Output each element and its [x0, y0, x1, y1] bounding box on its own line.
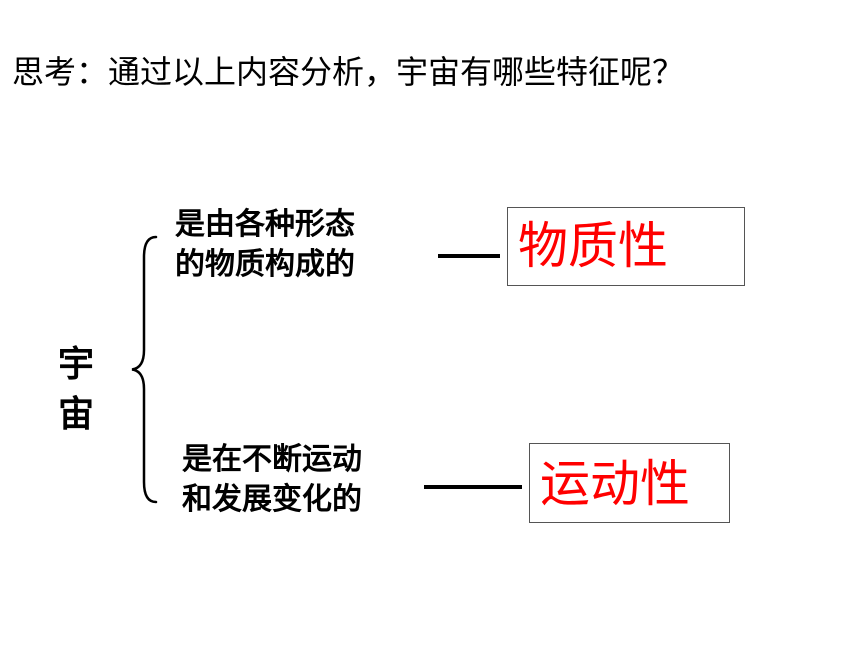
branch-1-result-box: 物质性: [507, 207, 745, 286]
branch-2-description: 是在不断运动 和发展变化的: [182, 440, 362, 520]
branch-2-connector-line: [424, 485, 522, 489]
branch-1-description: 是由各种形态 的物质构成的: [175, 205, 355, 285]
branch-1-line-1: 是由各种形态: [175, 207, 355, 242]
curly-brace: [131, 235, 158, 504]
branch-1-connector-line: [438, 254, 500, 258]
subject-char-2: 宙: [57, 394, 94, 435]
branch-2-result-text: 运动性: [540, 455, 690, 513]
subject-char-1: 宇: [57, 344, 94, 385]
branch-1-result-text: 物质性: [518, 217, 668, 275]
subject-label: 宇 宙: [54, 340, 98, 440]
branch-2-line-2: 和发展变化的: [182, 482, 362, 517]
branch-2-line-1: 是在不断运动: [182, 442, 362, 477]
branch-2-result-box: 运动性: [529, 443, 730, 523]
branch-1-line-2: 的物质构成的: [175, 247, 355, 282]
question-title: 思考：通过以上内容分析，宇宙有哪些特征呢？: [12, 53, 685, 91]
